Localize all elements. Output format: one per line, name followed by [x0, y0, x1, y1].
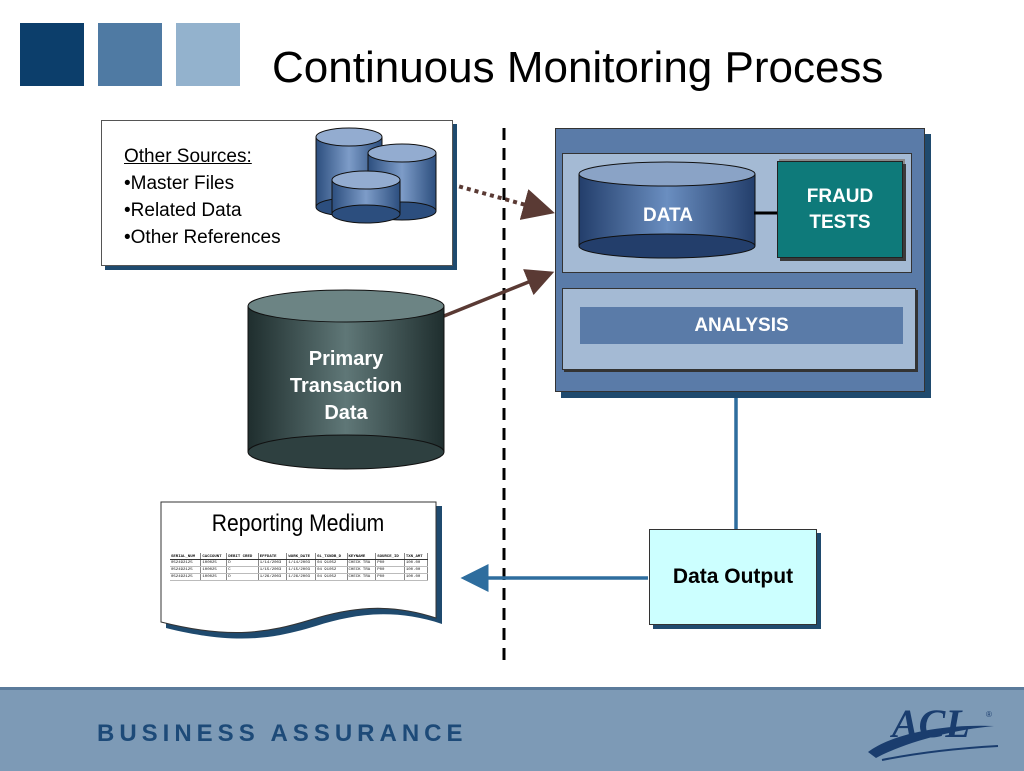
- fraud-tests-line-2: TESTS: [809, 211, 871, 233]
- slide-title: Continuous Monitoring Process: [272, 43, 884, 92]
- table-cell: 052492125: [170, 573, 202, 581]
- report-col-gl-txndb-d: GL_TXNDB_D: [315, 553, 348, 560]
- data-fraud-connector: [754, 211, 780, 215]
- table-cell: CHECK TRA: [347, 573, 377, 581]
- table-cell: 1/14/2003: [286, 559, 317, 567]
- title-square-light: [176, 23, 240, 86]
- database-icon: [331, 170, 401, 224]
- footer-business-assurance: BUSINESS ASSURANCE: [97, 720, 468, 747]
- table-cell: 04 91052: [315, 573, 348, 581]
- acl-logo-swoosh-icon: [868, 725, 999, 761]
- source-item-other-references: Other References: [124, 224, 281, 251]
- title-square-mid: [98, 23, 162, 86]
- fraud-tests-line-1: FRAUD: [806, 185, 874, 207]
- table-row: 052492125 100025 C 1/15/2003 1/15/2003 0…: [170, 566, 429, 574]
- ptd-line-2: Transaction: [289, 375, 403, 397]
- table-cell: CHECK TRA: [347, 559, 377, 567]
- analysis-bar: ANALYSIS: [580, 307, 903, 344]
- database-cluster-icon: [315, 127, 437, 224]
- data-label: DATA: [643, 205, 693, 226]
- report-col-source-id: SOURCE_ID: [375, 553, 405, 560]
- table-cell: 1/15/2003: [286, 566, 317, 574]
- title-square-dark: [20, 23, 84, 86]
- report-col-keyname: KEYNAME: [347, 553, 377, 560]
- report-col-effdate: EFFDATE: [258, 553, 288, 560]
- data-output-box: Data Output: [649, 529, 817, 625]
- report-col-debit-cred: DEBIT CRED: [226, 553, 259, 560]
- data-cylinder: [578, 161, 756, 259]
- report-header-row: SERIAL_NUM CACCOUNT DEBIT CRED EFFDATE W…: [170, 553, 429, 560]
- primary-transaction-data-cylinder: [247, 289, 445, 470]
- table-cell: 052492125: [170, 566, 202, 574]
- primary-data-arrow: [443, 269, 555, 318]
- table-cell: P00: [375, 559, 405, 567]
- table-cell: 04 91052: [315, 566, 348, 574]
- other-sources-heading: Other Sources:: [124, 146, 252, 167]
- table-cell: 100.00: [404, 559, 429, 567]
- table-cell: 1/26/2003: [286, 573, 317, 581]
- other-sources-text: Other Sources: Master Files Related Data…: [124, 143, 281, 251]
- table-cell: D: [226, 573, 259, 581]
- primary-transaction-data-label: Primary Transaction Data: [248, 346, 444, 427]
- footer-bar: [0, 687, 1024, 771]
- table-cell: 100.00: [404, 566, 429, 574]
- table-row: 052492125 100025 D 1/26/2003 1/26/2003 0…: [170, 573, 429, 581]
- sources-dotted-arrow: [435, 178, 555, 220]
- report-table: SERIAL_NUM CACCOUNT DEBIT CRED EFFDATE W…: [170, 553, 429, 581]
- table-cell: P00: [375, 573, 405, 581]
- table-cell: 100025: [200, 573, 228, 581]
- table-cell: 100.00: [404, 573, 429, 581]
- table-cell: P00: [375, 566, 405, 574]
- source-item-related-data: Related Data: [124, 197, 281, 224]
- table-cell: CHECK TRA: [347, 566, 377, 574]
- table-cell: 100025: [200, 566, 228, 574]
- table-cell: 04 91052: [315, 559, 348, 567]
- acl-logo: ACL: [892, 701, 970, 746]
- source-item-master-files: Master Files: [124, 170, 281, 197]
- table-cell: D: [226, 559, 259, 567]
- report-col-txn-amt: TXN_AMT: [404, 553, 429, 560]
- table-row: 052492125 100025 D 1/14/2003 1/14/2003 0…: [170, 559, 429, 567]
- table-cell: 052492125: [170, 559, 202, 567]
- reporting-medium-title: Reporting Medium: [211, 510, 385, 537]
- table-cell: 1/15/2003: [258, 566, 288, 574]
- acl-logo-mark: ®: [986, 710, 992, 719]
- table-cell: C: [226, 566, 259, 574]
- table-cell: 1/26/2003: [258, 573, 288, 581]
- ptd-line-3: Data: [324, 402, 368, 424]
- table-cell: 1/14/2003: [258, 559, 288, 567]
- report-col-work-date: WORK_DATE: [286, 553, 317, 560]
- ptd-line-1: Primary: [308, 348, 384, 370]
- report-col-caccount: CACCOUNT: [200, 553, 228, 560]
- report-col-serial-num: SERIAL_NUM: [170, 553, 202, 560]
- fraud-tests-box: FRAUD TESTS: [777, 161, 903, 258]
- table-cell: 100025: [200, 559, 228, 567]
